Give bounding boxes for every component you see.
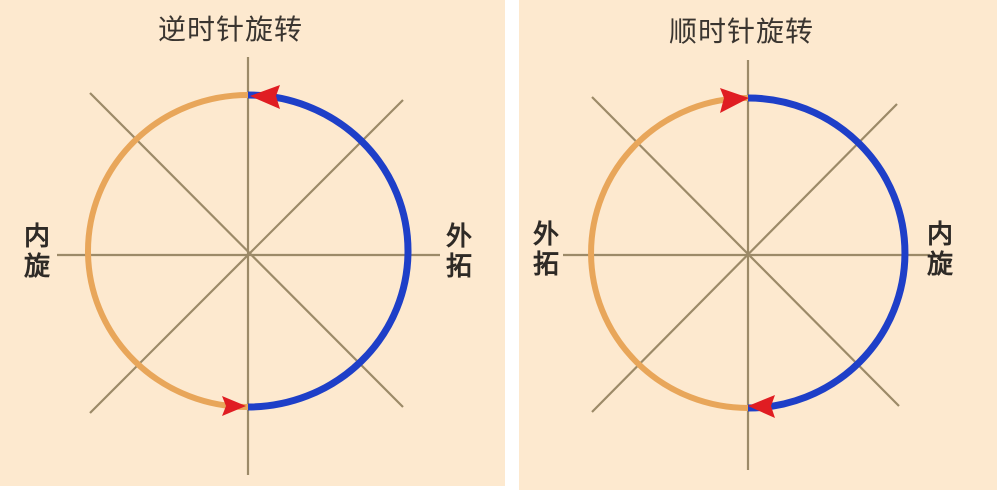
panel-title: 逆时针旋转 (158, 13, 304, 46)
orange-arc (588, 95, 749, 411)
left-label-char-1: 外 (532, 220, 559, 250)
bottom-arrow-icon (748, 395, 775, 418)
right-label: 内 旋 (925, 220, 955, 280)
counterclockwise-panel: 逆时针旋转 内 旋 外 拓 (0, 0, 505, 486)
top-arrow-icon (250, 85, 280, 109)
diagonal-axis-2 (591, 103, 898, 413)
diagonal-axis-2 (89, 99, 404, 414)
left-label: 外 拓 (531, 220, 561, 280)
right-label-char-1: 内 (926, 220, 953, 250)
right-label-char-2: 旋 (926, 250, 953, 280)
right-label-char-1: 外 (445, 222, 472, 252)
clockwise-diagram (563, 60, 930, 470)
right-label-char-2: 拓 (445, 252, 472, 282)
clockwise-panel: 顺时针旋转 外 拓 内 旋 (519, 0, 997, 490)
diagonal-axis-1 (591, 96, 900, 407)
blue-arc (747, 94, 909, 412)
counterclockwise-diagram (57, 57, 440, 475)
left-label-char-2: 旋 (23, 252, 50, 282)
diagonal-axis-1 (89, 92, 404, 408)
axis-lines (57, 57, 440, 475)
left-label-char-1: 内 (23, 222, 50, 252)
left-label-char-2: 拓 (532, 250, 559, 280)
panel-title: 顺时针旋转 (669, 15, 815, 48)
blue-arc (247, 91, 412, 411)
orange-arc (85, 92, 249, 410)
bottom-arrow-icon (222, 396, 246, 416)
left-label: 内 旋 (22, 222, 52, 282)
axis-lines (563, 60, 930, 470)
right-label: 外 拓 (444, 222, 474, 282)
top-arrow-icon (720, 88, 749, 113)
